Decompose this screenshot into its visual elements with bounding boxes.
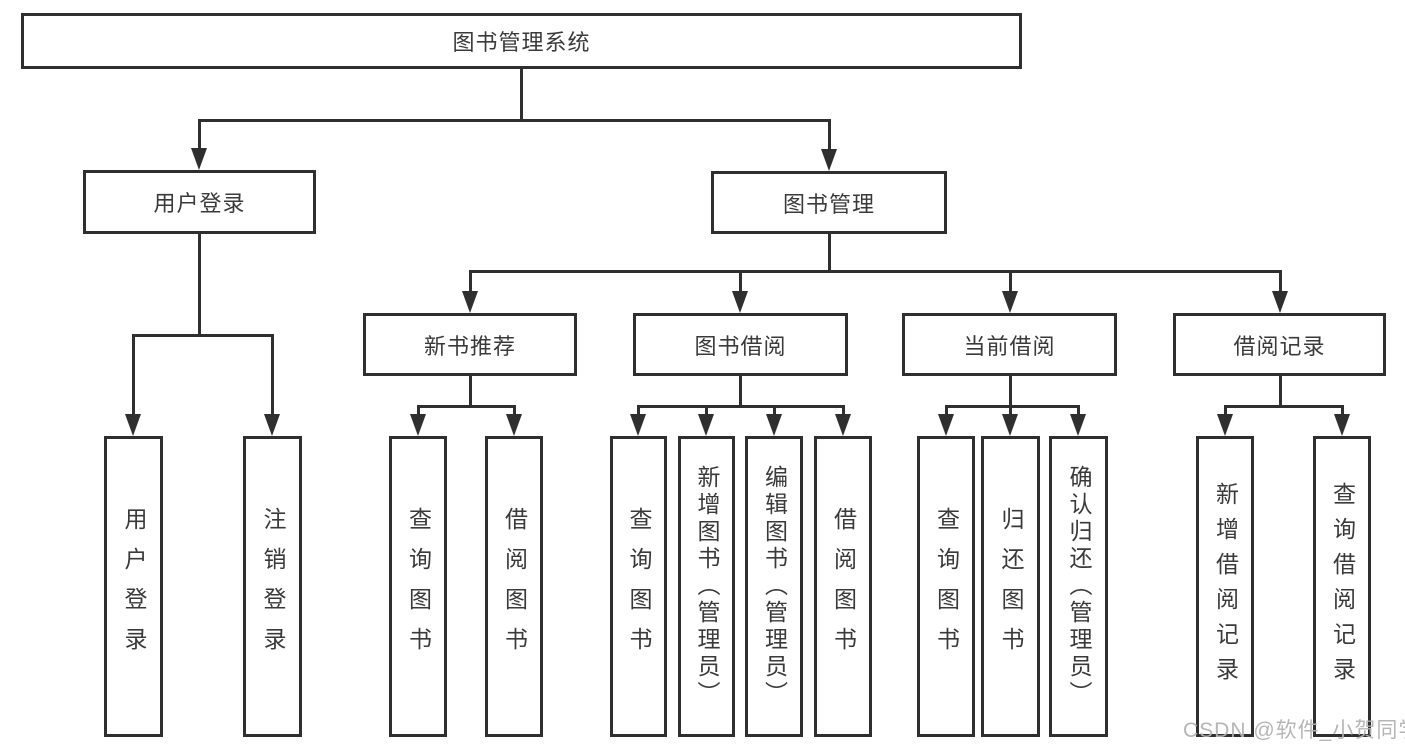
leaf-edit-book-admin-label: 编辑图书（管理员） (761, 465, 788, 708)
connector-bookmgmt-stem (828, 234, 831, 273)
node-borrow-records: 借阅记录 (1173, 313, 1386, 376)
leaf-return-book-label: 归还图书 (998, 506, 1024, 667)
arrow-down-borrow-leaf (835, 414, 851, 436)
connector-borrow-stem-4 (842, 405, 845, 416)
node-book-borrow: 图书借阅 (633, 313, 848, 376)
leaf-user-login-label: 用户登录 (121, 506, 147, 667)
connector-borrow-stem-2 (705, 405, 708, 416)
connector-bookmgmt-stem-4 (1279, 270, 1282, 293)
arrow-down-leaf-logout (264, 414, 280, 436)
node-root: 图书管理系统 (21, 13, 1022, 69)
connector-root-left-stem (198, 119, 201, 150)
connector-recommend-stem-1 (417, 405, 420, 416)
arrow-down-current-query (938, 414, 954, 436)
node-borrow-records-label: 借阅记录 (1233, 333, 1326, 359)
node-user-login-label: 用户登录 (153, 191, 246, 216)
node-book-management-label: 图书管理 (782, 191, 875, 217)
arrow-down-borrow-query (630, 414, 646, 436)
arrow-down-add-record (1217, 414, 1233, 436)
leaf-query-borrow-record: 查询借阅记录 (1313, 436, 1371, 737)
connector-borrow-bar (637, 405, 845, 408)
node-current-borrow-label: 当前借阅 (963, 333, 1056, 359)
connector-recommend-stem-2 (513, 405, 516, 416)
connector-root-stem (520, 69, 523, 119)
connector-bookmgmt-stem-2 (739, 270, 742, 293)
leaf-recommend-query-book-label: 查询图书 (405, 506, 432, 667)
arrow-down-book-management (821, 149, 837, 171)
node-current-borrow: 当前借阅 (902, 313, 1117, 376)
leaf-add-book-admin: 新增图书（管理员） (678, 436, 735, 737)
connector-borrow-stem-1 (637, 405, 640, 416)
connector-current-stem-2 (1009, 405, 1012, 416)
connector-borrow-stem (739, 376, 742, 408)
node-root-label: 图书管理系统 (452, 30, 591, 55)
leaf-recommend-borrow-book: 借阅图书 (485, 436, 543, 737)
connector-bookmgmt-stem-1 (469, 270, 472, 293)
leaf-logout-label: 注销登录 (260, 506, 286, 667)
leaf-add-book-admin-label: 新增图书（管理员） (694, 465, 720, 708)
leaf-current-query-book: 查询图书 (917, 436, 975, 737)
leaf-borrow-query-book: 查询图书 (610, 436, 667, 737)
leaf-return-book: 归还图书 (981, 436, 1040, 737)
connector-userlogin-right-stem (271, 334, 274, 416)
connector-recommend-bar (417, 405, 516, 408)
arrow-down-borrow-records (1272, 291, 1288, 313)
node-book-borrow-label: 图书借阅 (694, 333, 787, 359)
leaf-logout: 注销登录 (243, 436, 302, 737)
connector-borrow-stem-3 (773, 405, 776, 416)
connector-userlogin-stem (198, 234, 201, 337)
arrow-down-new-book-recommend (462, 291, 478, 313)
connector-current-stem-1 (945, 405, 948, 416)
leaf-recommend-borrow-book-label: 借阅图书 (501, 506, 528, 667)
connector-recommend-stem (469, 376, 472, 408)
leaf-borrow-query-book-label: 查询图书 (626, 506, 652, 667)
connector-root-bar (198, 119, 831, 122)
arrow-down-confirm-return (1070, 414, 1086, 436)
arrow-down-add-book (698, 414, 714, 436)
node-book-management: 图书管理 (711, 171, 947, 234)
arrow-down-book-borrow (732, 291, 748, 313)
leaf-add-borrow-record: 新增借阅记录 (1196, 436, 1254, 737)
leaf-borrow-book: 借阅图书 (814, 436, 872, 737)
node-user-login: 用户登录 (83, 170, 316, 234)
connector-records-bar (1224, 405, 1344, 408)
arrow-down-return-book (1002, 414, 1018, 436)
node-new-book-recommend-label: 新书推荐 (423, 333, 516, 359)
arrow-down-user-login (191, 148, 207, 170)
leaf-current-query-book-label: 查询图书 (933, 506, 960, 667)
connector-userlogin-bar (132, 334, 274, 337)
connector-current-stem-3 (1077, 405, 1080, 416)
arrow-down-current-borrow (1002, 291, 1018, 313)
leaf-confirm-return-admin: 确认归还（管理员） (1049, 436, 1108, 737)
connector-bookmgmt-stem-3 (1009, 270, 1012, 293)
leaf-edit-book-admin: 编辑图书（管理员） (745, 436, 803, 737)
connector-root-right-stem (828, 119, 831, 151)
arrow-down-recommend-borrow (506, 414, 522, 436)
connector-records-stem (1279, 376, 1282, 408)
leaf-borrow-book-label: 借阅图书 (830, 506, 857, 667)
connector-records-stem-2 (1341, 405, 1344, 416)
connector-current-stem (1009, 376, 1012, 408)
arrow-down-recommend-query (410, 414, 426, 436)
connector-records-stem-1 (1224, 405, 1227, 416)
arrow-down-query-record (1334, 414, 1350, 436)
leaf-query-borrow-record-label: 查询借阅记录 (1329, 481, 1356, 692)
connector-current-bar (945, 405, 1080, 408)
node-new-book-recommend: 新书推荐 (363, 313, 577, 376)
leaf-user-login: 用户登录 (104, 436, 163, 737)
watermark: CSDN @软件_小贺同学 (1183, 719, 1405, 742)
leaf-add-borrow-record-label: 新增借阅记录 (1212, 481, 1239, 692)
leaf-confirm-return-admin-label: 确认归还（管理员） (1066, 465, 1092, 708)
arrow-down-leaf-user-login (125, 414, 141, 436)
connector-bookmgmt-bar (469, 270, 1281, 273)
leaf-recommend-query-book: 查询图书 (389, 436, 447, 737)
connector-userlogin-left-stem (132, 334, 135, 416)
arrow-down-edit-book (766, 414, 782, 436)
